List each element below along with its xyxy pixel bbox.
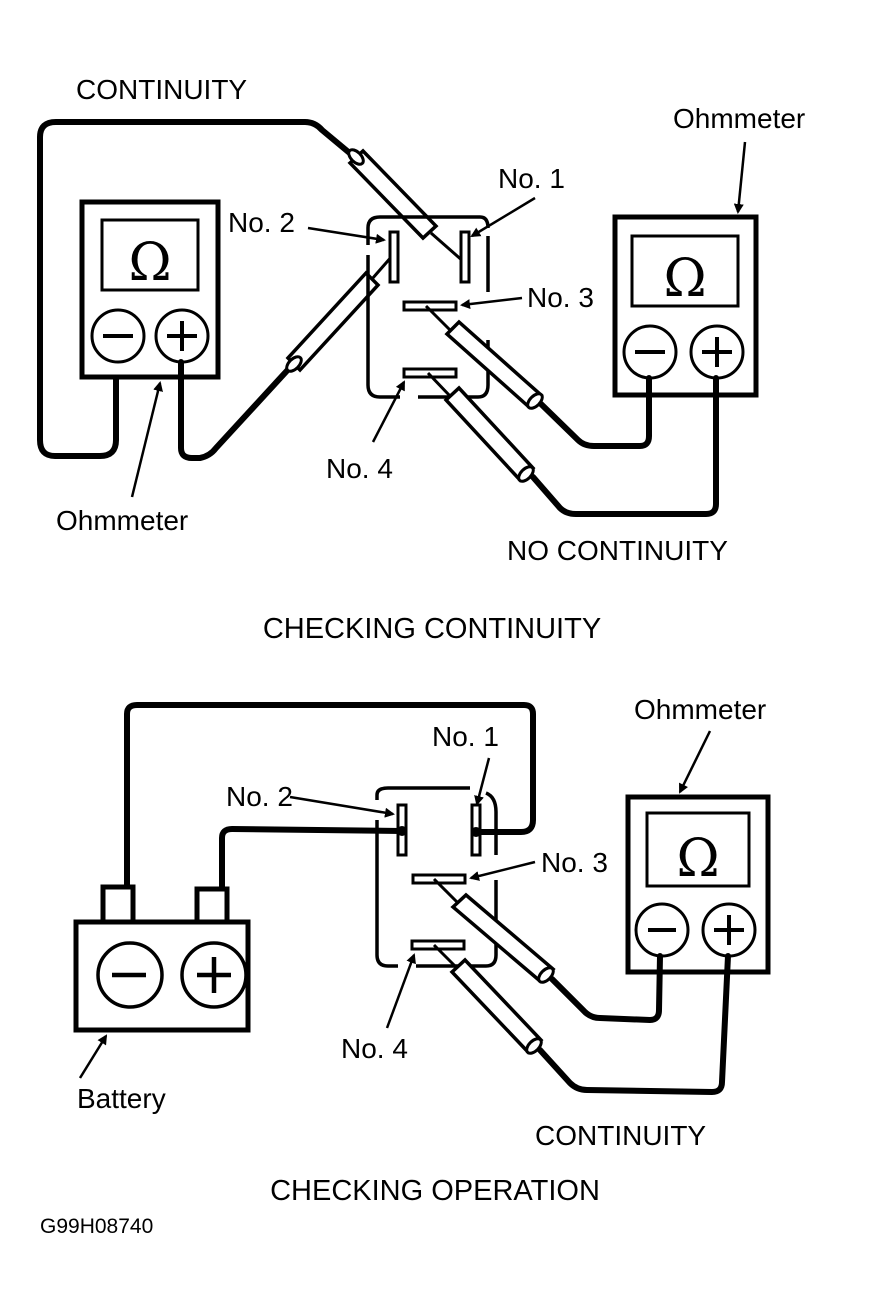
ohmmeter-left-label: Ohmmeter (56, 505, 188, 536)
pin4-label: No. 4 (341, 1033, 408, 1064)
no-continuity-label: NO CONTINUITY (507, 535, 728, 566)
probe-pin2 (285, 254, 395, 373)
pin-2 (388, 230, 400, 284)
probe-pin1 (347, 148, 465, 264)
battery-label: Battery (77, 1083, 166, 1114)
pin-3 (411, 873, 467, 885)
wire-meter-positive (537, 953, 731, 1095)
panel-checking-operation: Ω No. 2 No. 1 No. 3 No. 4 Ohmmeter Batte… (73, 694, 771, 1207)
battery (73, 884, 251, 1033)
wire-left-negative (37, 119, 355, 459)
ohm-symbol: Ω (128, 233, 171, 293)
panel-checking-continuity: CONTINUITY Ω (37, 74, 805, 645)
pin3-label: No. 3 (527, 282, 594, 313)
pin2-label: No. 2 (226, 781, 293, 812)
wire-right-negative (538, 375, 652, 449)
wire-battery-negative (124, 702, 536, 891)
panel-title: CHECKING CONTINUITY (263, 613, 601, 645)
wire-right-positive (530, 375, 719, 517)
pin4-label: No. 4 (326, 453, 393, 484)
pin-1 (459, 230, 471, 284)
wire-meter-negative (549, 953, 663, 1023)
pin3-label: No. 3 (541, 847, 608, 878)
figure-code: G99H08740 (40, 1215, 153, 1238)
wire-left-positive (178, 359, 298, 461)
ohmmeter-left: Ω (79, 199, 221, 380)
pin2-label: No. 2 (228, 207, 295, 238)
panel-title: CHECKING OPERATION (270, 1175, 600, 1207)
pin1-label: No. 1 (432, 721, 499, 752)
ohmmeter-right-label: Ohmmeter (673, 103, 805, 134)
probe-pin4 (426, 371, 536, 483)
continuity-label: CONTINUITY (76, 74, 247, 105)
pin1-label: No. 1 (498, 163, 565, 194)
continuity-label: CONTINUITY (535, 1120, 706, 1151)
ohmmeter-right: Ω (612, 214, 759, 398)
ohmmeter-bottom: Ω (625, 794, 771, 975)
ohm-symbol: Ω (663, 249, 706, 309)
wire-battery-positive (219, 826, 405, 893)
probe-pin4 (432, 943, 544, 1055)
ohm-symbol: Ω (676, 829, 719, 889)
probe-pin3 (432, 877, 556, 984)
ohmmeter-label: Ohmmeter (634, 694, 766, 725)
